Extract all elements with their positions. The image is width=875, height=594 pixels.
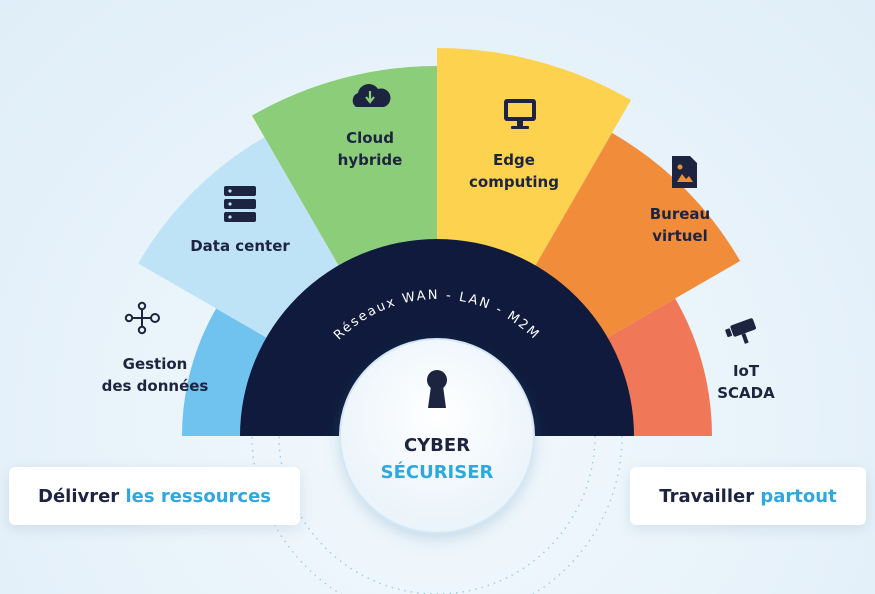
segment-edge [437, 48, 631, 307]
network-nodes-icon [124, 301, 160, 335]
segment-label-datacenter: Data center [190, 237, 290, 255]
cyber-center-rim [339, 338, 535, 534]
pill-right-main: Travailler [659, 485, 755, 507]
segment-label-line2-bureau: virtuel [652, 227, 707, 245]
segment-label-cloud: Cloud hybride [338, 129, 403, 169]
segment-label-line1-cloud: Cloud [346, 129, 394, 147]
pill-left-main: Délivrer [38, 485, 120, 507]
segment-label-line1-edge: Edge [493, 151, 535, 169]
segment-label-line2-iot: SCADA [717, 384, 775, 402]
segment-label-line1-gestion: Gestion [123, 355, 188, 373]
segment-label-line1-datacenter: Data center [190, 237, 290, 255]
segment-label-line2-gestion: des données [102, 377, 209, 395]
segment-label-gestion: Gestion des données [102, 355, 209, 395]
center-title: CYBER [404, 435, 470, 456]
security-camera-icon [725, 318, 756, 344]
segment-label-line1-iot: IoT [733, 362, 760, 380]
center-subtitle: SÉCURISER [381, 461, 494, 483]
pill-right-accent: partout [760, 485, 837, 507]
segment-label-iot: IoT SCADA [717, 362, 775, 402]
work-anywhere-pill: Travailler partout [630, 467, 866, 525]
document-image-icon [672, 156, 697, 188]
network-ring-band [240, 239, 634, 436]
keyhole-icon [427, 370, 447, 408]
segment-label-line2-edge: computing [469, 173, 559, 191]
monitor-icon [504, 99, 536, 129]
deliver-resources-pill: Délivrer les ressources [9, 467, 300, 525]
cloud-download-icon [352, 84, 391, 107]
server-rack-icon [224, 186, 256, 222]
segment-label-edge: Edge computing [469, 151, 559, 191]
segment-label-line2-cloud: hybride [338, 151, 403, 169]
segment-label-bureau: Bureau virtuel [650, 205, 710, 245]
segment-label-line1-bureau: Bureau [650, 205, 710, 223]
pill-left-accent: les ressources [125, 485, 271, 507]
cyber-center-disc [340, 339, 534, 533]
